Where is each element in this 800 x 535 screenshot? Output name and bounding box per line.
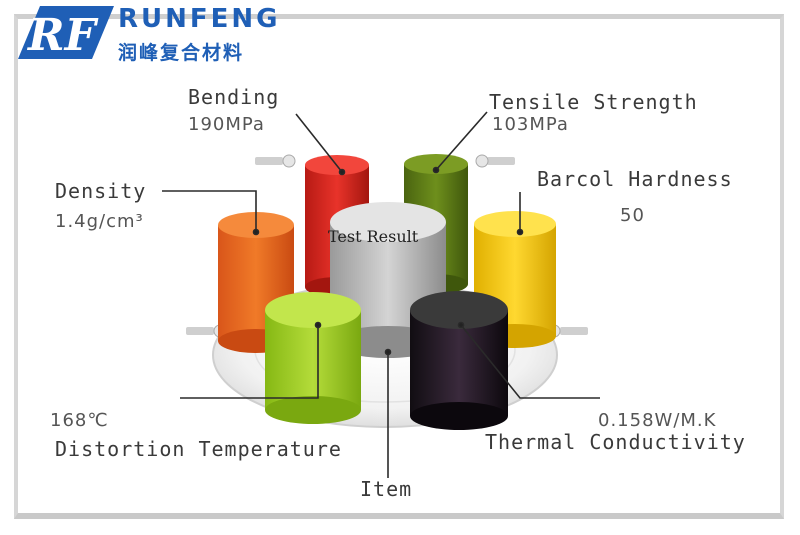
value-bending: 190MPa (188, 114, 265, 135)
label-tensile-strength: Tensile Strength (489, 90, 698, 114)
image-frame (14, 14, 784, 519)
toggle-decoration-2 (475, 154, 515, 168)
logo-text: RF (26, 10, 99, 61)
value-thermal-conductivity: 0.158W/M.K (598, 410, 717, 431)
label-item: Item (360, 477, 413, 501)
label-barcol-hardness: Barcol Hardness (537, 167, 733, 191)
runfeng-logo: RF (18, 6, 114, 61)
value-tensile-strength: 103MPa (492, 114, 569, 135)
label-bending: Bending (188, 85, 280, 109)
center-title: Test Result (328, 227, 419, 246)
label-distortion-temperature: Distortion Temperature (55, 437, 342, 461)
cylinder-thermal-conductivity (410, 291, 508, 430)
value-barcol-hardness: 50 (620, 205, 645, 226)
label-thermal-conductivity: Thermal Conductivity (485, 430, 746, 454)
label-density: Density (55, 179, 147, 203)
leader-lines (162, 111, 600, 478)
brand-name-cn: 润峰复合材料 (118, 42, 245, 64)
value-density: 1.4g/cm³ (55, 211, 144, 232)
cylinder-distortion-temperature (265, 292, 361, 424)
toggle-decoration-1 (255, 154, 296, 168)
brand-name: RUNFENG (118, 4, 281, 34)
value-distortion-temperature: 168℃ (50, 410, 109, 431)
